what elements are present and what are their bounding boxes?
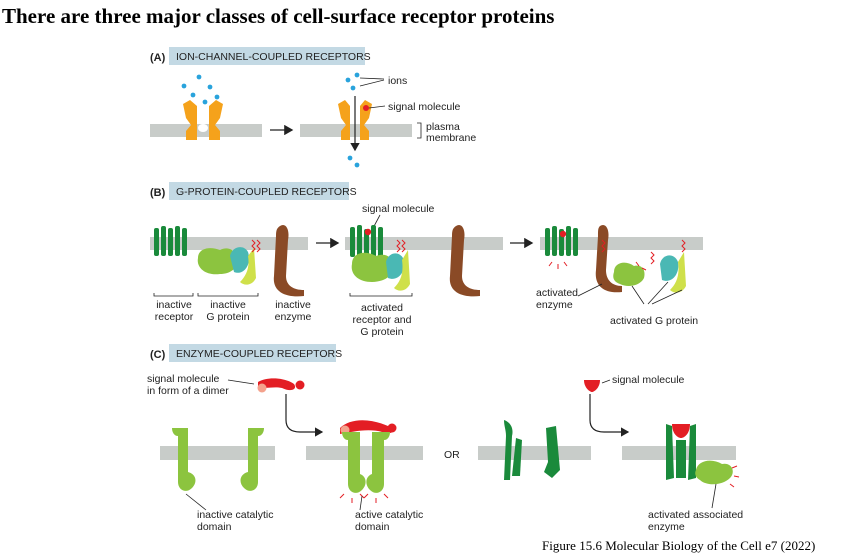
membrane-b3: [540, 237, 703, 250]
label-signal-dimer-2: in form of a dimer: [147, 385, 229, 397]
label-activated-enzyme-1: activated: [536, 287, 578, 299]
signal-dimer: [257, 378, 305, 393]
gpcr-inactive: [154, 226, 187, 256]
figure-caption: Figure 15.6 Molecular Biology of the Cel…: [542, 538, 816, 553]
activation-spark-enzyme: [635, 261, 647, 271]
label-inactive-enzyme-1: inactive: [275, 299, 311, 311]
leader-g-2: [647, 281, 669, 305]
label-active-cat-2: domain: [355, 521, 390, 533]
label-inactive-receptor-1: inactive: [156, 299, 192, 311]
label-activated-g: activated G protein: [610, 315, 698, 327]
label-plasma: plasma: [426, 121, 460, 133]
panel-b: (B) G-PROTEIN-COUPLED RECEPTORS inactive…: [150, 182, 703, 338]
label-activated-rg-3: G protein: [360, 326, 403, 338]
ion-below-1: [347, 155, 353, 161]
arrow-c1: [285, 394, 324, 437]
ions-leader-2: [359, 79, 385, 87]
panel-c-letter: (C): [150, 349, 166, 361]
g-protein-bound: [351, 239, 410, 291]
panel-a-header-box: [169, 47, 365, 65]
panel-c-header-box: [169, 344, 336, 362]
membrane-bracket: [417, 122, 422, 139]
panel-b-letter: (B): [150, 187, 166, 199]
panel-a: (A) ION-CHANNEL-COUPLED RECEPTORS ions: [150, 47, 476, 168]
label-activated-assoc-1: activated associated: [648, 509, 743, 521]
arrow-c2: [589, 394, 630, 437]
label-inactive-g-2: G protein: [206, 311, 249, 323]
gpcr-after-activation: [545, 226, 578, 256]
label-signal-molecule-c: signal molecule: [612, 374, 685, 386]
signal-leader-a: [368, 105, 386, 109]
signal-molecule-b: [364, 228, 372, 236]
leader-signal-dimer: [227, 379, 255, 385]
panel-c-title: ENZYME-COUPLED RECEPTORS: [176, 348, 342, 360]
signal-molecule-a: [363, 105, 369, 111]
leader-activated-assoc: [711, 483, 717, 509]
ion-channel-closed: [183, 100, 223, 140]
panel-a-title: ION-CHANNEL-COUPLED RECEPTORS: [176, 51, 371, 63]
label-membrane: membrane: [426, 132, 476, 144]
membrane-c3: [478, 446, 591, 460]
label-or: OR: [444, 449, 460, 461]
ions-cluster-a1: [181, 74, 220, 105]
leader-signal-c: [601, 379, 611, 384]
label-activated-rg-1: activated: [361, 302, 403, 314]
panel-a-letter: (A): [150, 52, 166, 64]
signal-molecule-c: [584, 380, 600, 392]
enzyme-receptor-inactive: [172, 428, 264, 491]
membrane-b1: [150, 237, 308, 250]
label-signal-molecule-b: signal molecule: [362, 203, 435, 215]
g-beta-gamma-released: [650, 239, 686, 293]
ion-below-2: [354, 162, 360, 168]
label-inactive-cat-1: inactive catalytic: [197, 509, 273, 521]
bracket-inactive-receptor: [153, 293, 194, 297]
panel-b-header-box: [169, 182, 349, 200]
label-inactive-g-1: inactive: [210, 299, 246, 311]
bracket-inactive-g: [197, 293, 259, 297]
anchor-enzyme: [601, 239, 606, 253]
enzyme-inactive: [273, 224, 304, 297]
leader-activated-enzyme: [577, 283, 603, 297]
bracket-activated-rg: [349, 293, 413, 297]
ions-cluster-a2: [345, 72, 360, 91]
label-signal-dimer-1: signal molecule: [147, 373, 220, 385]
g-alpha-bound-enzyme: [613, 262, 645, 286]
panel-c: (C) ENZYME-COUPLED RECEPTORS signal mole…: [147, 344, 743, 533]
activation-spark-receptor: [548, 261, 568, 269]
ion-channel-open: [338, 100, 372, 140]
label-inactive-enzyme-2: enzyme: [275, 311, 312, 323]
enzyme-receptor-active: [339, 420, 397, 503]
associated-receptor-active: [666, 424, 740, 488]
leader-g-1: [631, 285, 645, 305]
leader-active-cat: [359, 495, 363, 511]
panel-b-title: G-PROTEIN-COUPLED RECEPTORS: [176, 186, 357, 198]
leader-g-3: [651, 289, 683, 305]
membrane-c2: [306, 446, 423, 460]
ions-leader-1: [359, 77, 385, 80]
label-ions: ions: [388, 75, 407, 87]
g-protein-inactive: [197, 239, 261, 285]
label-inactive-cat-2: domain: [197, 521, 232, 533]
enzyme-inactive-2: [449, 224, 480, 297]
leader-inactive-cat: [185, 493, 207, 511]
membrane-a2: [300, 124, 412, 137]
label-signal-molecule-a: signal molecule: [388, 101, 461, 113]
label-activated-assoc-2: enzyme: [648, 521, 685, 533]
associated-receptor-inactive: [504, 420, 560, 480]
label-active-cat-1: active catalytic: [355, 509, 423, 521]
figure-title: There are three major classes of cell-su…: [2, 4, 555, 28]
enzyme-activated: [595, 224, 622, 293]
label-activated-rg-2: receptor and: [353, 314, 412, 326]
gpcr-activated: [350, 225, 383, 257]
label-inactive-receptor-2: receptor: [155, 311, 194, 323]
label-activated-enzyme-2: enzyme: [536, 299, 573, 311]
signal-molecule-b3: [559, 230, 567, 238]
membrane-c1: [160, 446, 275, 460]
